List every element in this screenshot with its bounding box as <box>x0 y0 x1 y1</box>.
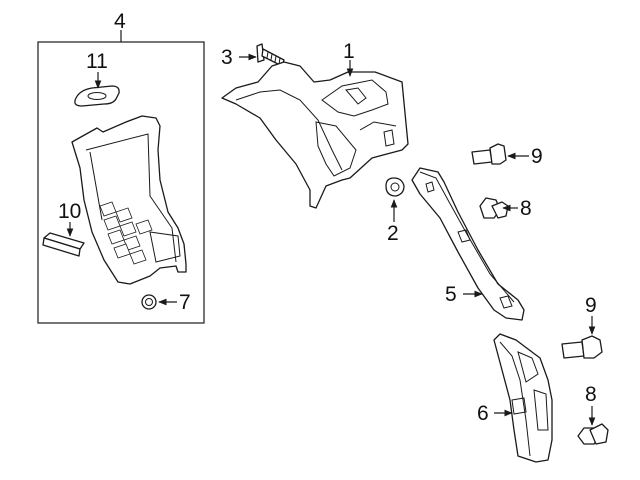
callout-4: 4 <box>114 10 126 33</box>
callout-1: 1 <box>343 40 355 63</box>
callout-9a: 9 <box>531 145 543 168</box>
part-8-clip-lower <box>577 423 609 445</box>
callout-2: 2 <box>387 222 399 245</box>
callout-8b: 8 <box>585 383 597 406</box>
part-1-quarter-trim <box>221 61 409 209</box>
callout-5: 5 <box>445 283 457 306</box>
callout-11: 11 <box>86 50 108 73</box>
part-7-nut <box>141 294 157 310</box>
callout-6: 6 <box>477 402 489 425</box>
callout-10: 10 <box>58 200 81 223</box>
callout-7: 7 <box>179 291 191 314</box>
part-2-nut <box>385 177 405 197</box>
part-6-lower-trim <box>493 333 553 463</box>
part-9-clip-upper <box>471 143 507 165</box>
callout-3: 3 <box>221 46 233 69</box>
part-9-clip-lower <box>561 335 603 359</box>
part-8-clip-upper <box>479 197 509 219</box>
part-4-pillar-trim <box>71 115 187 285</box>
callout-8a: 8 <box>520 197 532 220</box>
inset-group-4 <box>37 30 205 324</box>
part-5-strip <box>411 167 525 321</box>
part-11-lamp <box>74 85 120 107</box>
part-10-clip <box>42 232 85 257</box>
callout-9b: 9 <box>585 294 597 317</box>
part-3-bolt <box>256 43 285 67</box>
